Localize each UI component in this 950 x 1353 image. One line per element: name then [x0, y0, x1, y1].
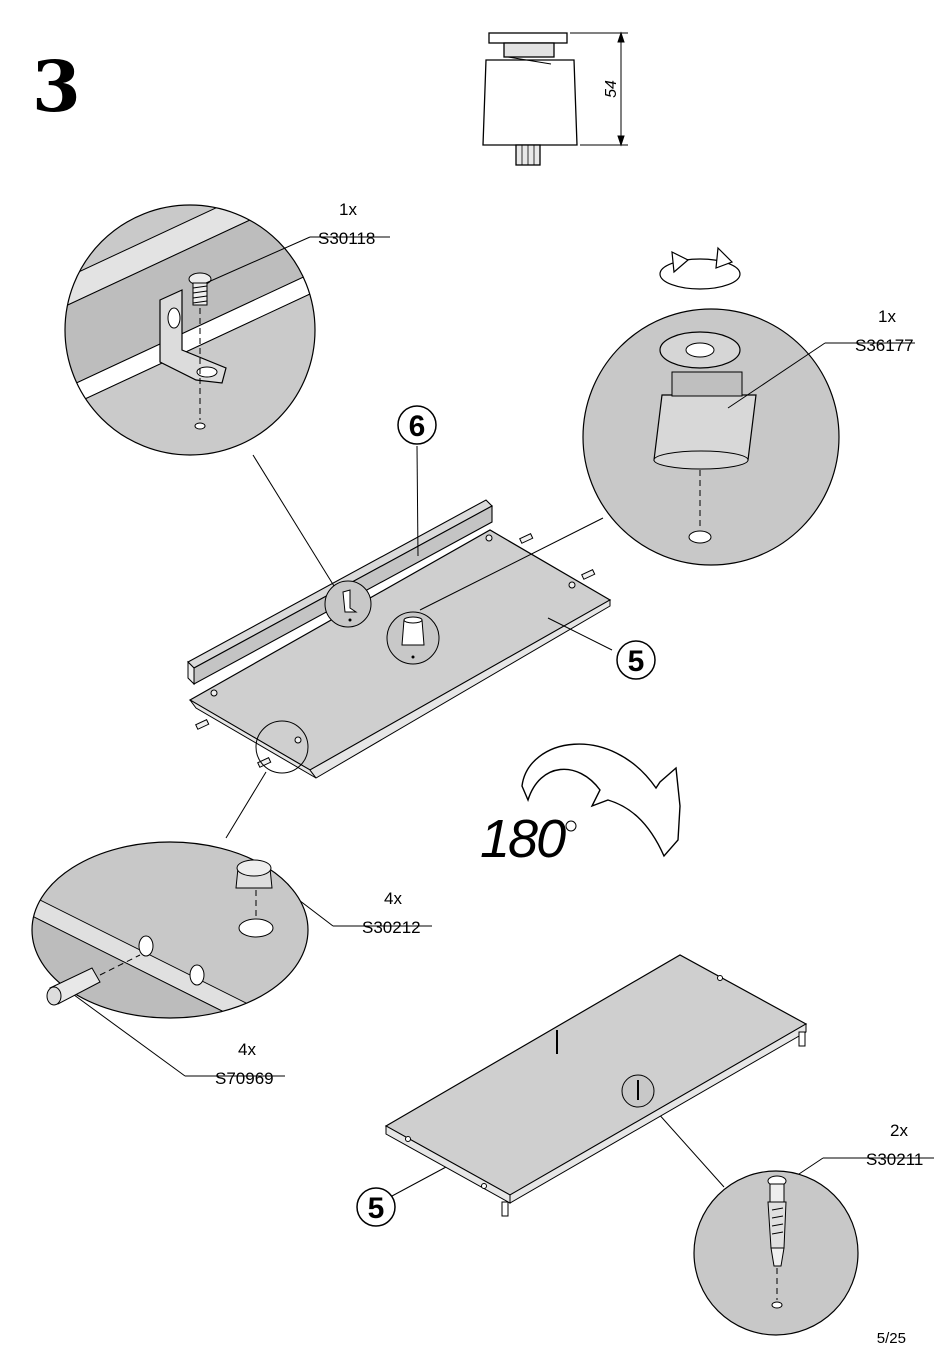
rotation-angle: 180: [480, 809, 566, 869]
svg-text:6: 6: [409, 410, 426, 443]
part-badge-6: 6: [397, 405, 437, 445]
dowels-and-cams: [195, 532, 596, 768]
foot-washer: [503, 42, 555, 58]
callout-code: S36177: [855, 336, 914, 355]
detail-bracket: [64, 204, 316, 456]
foot-top-plate: [488, 32, 568, 44]
callout-code: S30212: [362, 918, 421, 937]
foot-elevation: [482, 32, 578, 166]
svg-text:5: 5: [628, 645, 645, 678]
foot-on-panel: [386, 611, 440, 665]
callout-code: S70969: [215, 1069, 274, 1088]
callout-qty: 2x: [890, 1121, 908, 1140]
part-badge-5-top: 5: [616, 640, 656, 680]
callout-qty: 4x: [238, 1040, 256, 1059]
part-badge-5-bottom: 5: [356, 1187, 396, 1227]
detail-cam-dowel: [31, 841, 309, 1019]
dimension-value: 54: [603, 80, 620, 98]
dimension-line: [570, 31, 628, 147]
callout-qty: 1x: [878, 307, 896, 326]
dowel-marker: [255, 720, 309, 774]
foot-body: [482, 59, 578, 146]
callout-code: S30211: [866, 1150, 924, 1169]
panel-5-flipped: [384, 954, 808, 1217]
callout-qty: 4x: [384, 889, 402, 908]
detail-foot: [582, 308, 840, 566]
callout-qty: 1x: [339, 200, 357, 219]
step-number: 3: [32, 45, 81, 128]
degree-icon: [565, 820, 577, 832]
callout-code: S30118: [318, 229, 376, 248]
rotate-arrows-icon: [659, 246, 741, 290]
detail-screw: [693, 1170, 859, 1336]
page-number: 5/25: [876, 1330, 906, 1347]
rotate-180-arrow-icon: [521, 743, 681, 858]
svg-text:5: 5: [368, 1192, 385, 1225]
